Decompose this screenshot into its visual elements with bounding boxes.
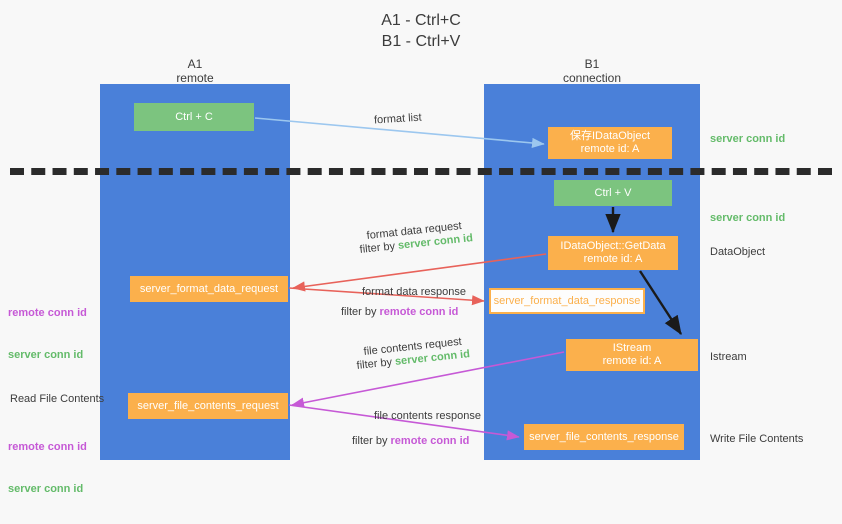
annotation-server-conn-id: server conn id — [8, 483, 84, 495]
annotation-write-file-contents: Write File Contents — [710, 433, 804, 445]
annotation-conn-ids-upper: remote conn id server conn id — [8, 278, 87, 390]
box-server-format-data-request[interactable]: server_format_data_request — [130, 276, 288, 302]
page-title: A1 - Ctrl+C B1 - Ctrl+V — [381, 12, 461, 50]
edge-label-file-contents-response-filter: filter by remote conn id — [352, 434, 469, 449]
annotation-remote-conn-id: remote conn id — [8, 307, 87, 319]
edge-label-format-list: format list — [373, 111, 422, 127]
annotation-server-conn-id: server conn id — [8, 349, 84, 361]
filter-key-remote-conn-id: remote conn id — [390, 435, 470, 447]
edge-label-file-contents-response: file contents response — [374, 410, 482, 422]
box-server-file-contents-response[interactable]: server_file_contents_response — [524, 424, 684, 450]
filter-prefix: filter by — [341, 306, 380, 318]
edge-label-format-data-response-filter: filter by remote conn id — [341, 305, 458, 320]
edge-label-format-data-response: format data response — [362, 286, 466, 298]
box-server-format-data-response[interactable]: server_format_data_response — [489, 288, 645, 314]
annotation-istream: Istream — [710, 351, 747, 363]
box-save-idataobject[interactable]: 保存IDataObject remote id: A — [548, 127, 672, 159]
annotation-conn-ids-lower: remote conn id server conn id — [8, 412, 87, 524]
box-idataobject-getdata[interactable]: IDataObject::GetData remote id: A — [548, 236, 678, 270]
annotation-server-conn-id-mid: server conn id — [710, 212, 786, 224]
filter-prefix: filter by — [352, 435, 391, 447]
box-server-file-contents-request[interactable]: server_file_contents_request — [128, 393, 288, 419]
annotation-remote-conn-id: remote conn id — [8, 441, 87, 453]
annotation-read-file-contents: Read File Contents — [10, 393, 105, 405]
filter-key-remote-conn-id: remote conn id — [379, 306, 459, 318]
box-istream[interactable]: IStream remote id: A — [566, 339, 698, 371]
diagram-canvas: A1 - Ctrl+C B1 - Ctrl+V A1 remote B1 con… — [8, 12, 832, 495]
filter-prefix: filter by — [359, 239, 399, 256]
filter-prefix: filter by — [356, 355, 396, 372]
lane-header-b1: B1 connection — [562, 57, 622, 85]
box-ctrl-v[interactable]: Ctrl + V — [554, 180, 672, 206]
annotation-dataobject: DataObject — [710, 246, 766, 258]
box-ctrl-c[interactable]: Ctrl + C — [134, 103, 254, 131]
phase-divider — [10, 168, 832, 175]
annotation-server-conn-id-top: server conn id — [710, 133, 786, 145]
lane-header-a1: A1 remote — [176, 57, 214, 85]
